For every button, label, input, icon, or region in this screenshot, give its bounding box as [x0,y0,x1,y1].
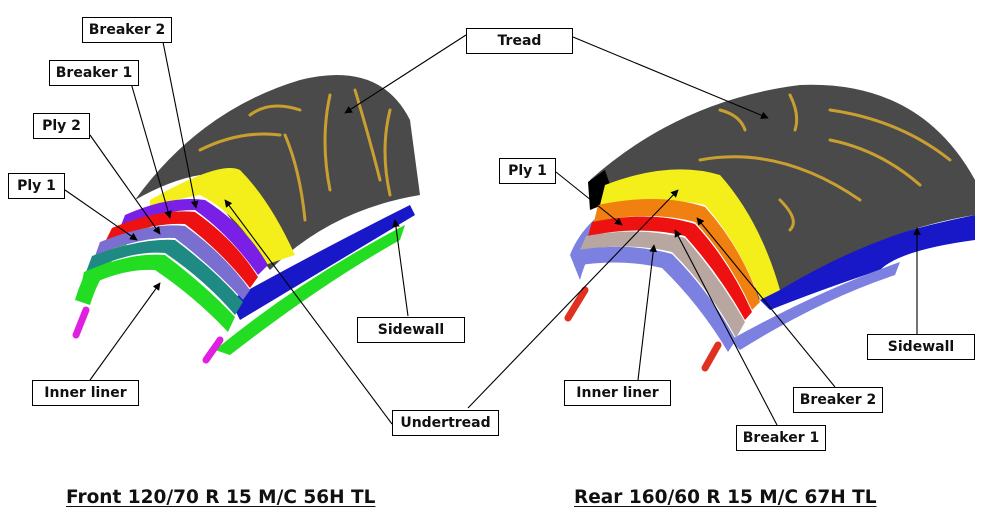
label-tread: Tread [466,28,573,54]
label-rear-breaker2: Breaker 2 [793,387,883,413]
rear-breaker1-layer [588,216,752,320]
leader-tread-front [344,34,467,114]
leader-tread-rear [572,36,769,119]
label-front-breaker2: Breaker 2 [82,17,172,43]
label-undertread: Undertread [392,410,499,436]
leader-rear-inner-liner [637,244,658,381]
label-front-breaker1: Breaker 1 [49,60,139,86]
rear-tread-body [590,84,975,290]
rear-breaker2-layer [594,198,760,310]
label-rear-sidewall: Sidewall [867,334,975,360]
rear-undertread-layer [600,169,780,300]
leader-front-sidewall [392,219,409,317]
front-undertread-layer [150,168,295,265]
leader-front-inner-liner [89,282,161,381]
leader-front-breaker2 [162,41,199,209]
label-front-ply1: Ply 1 [8,173,65,199]
front-breaker2-layer [120,199,268,275]
leader-rear-breaker2 [696,217,836,388]
label-rear-inner-liner: Inner liner [564,380,671,406]
leader-front-undertread [224,199,393,425]
front-ply1-layer [86,239,243,315]
label-front-ply2: Ply 2 [33,113,90,139]
rear-sidewall-right [750,215,975,310]
leader-rear-undertread [467,189,679,409]
front-inner-liner-layer [80,254,235,332]
label-front-inner-liner: Inner liner [32,380,139,406]
rear-inner-liner-right [730,262,900,350]
rear-inner-liner-layer [574,246,736,352]
leader-front-breaker1 [130,82,172,219]
leader-lines [64,34,921,426]
rear-bead-wire-left [564,286,589,322]
front-tread-body [135,75,420,270]
label-front-sidewall: Sidewall [357,317,465,343]
front-ply2-layer [95,225,250,300]
leader-rear-breaker1 [674,229,778,426]
label-rear-ply1: Ply 1 [499,158,556,184]
leader-front-ply2 [89,134,161,235]
front-tire [72,75,420,364]
front-breaker1-layer [105,211,258,288]
rear-bead-wire-right [701,341,722,372]
rear-tire [564,84,975,372]
rear-tire-caption: Rear 160/60 R 15 M/C 67H TL [574,487,877,508]
rear-ply1-layer [580,231,745,338]
front-tread-grooves [198,88,392,222]
leader-front-ply1 [64,189,138,241]
label-rear-breaker1: Breaker 1 [736,425,826,451]
leader-rear-ply1 [555,171,623,226]
front-tire-caption: Front 120/70 R 15 M/C 56H TL [66,487,376,508]
front-bead-wire-left [72,306,90,339]
front-inner-liner-right [215,225,405,355]
front-bead-wire-right [202,336,224,364]
rear-tread-grooves [698,93,952,232]
front-sidewall-right [230,205,415,320]
